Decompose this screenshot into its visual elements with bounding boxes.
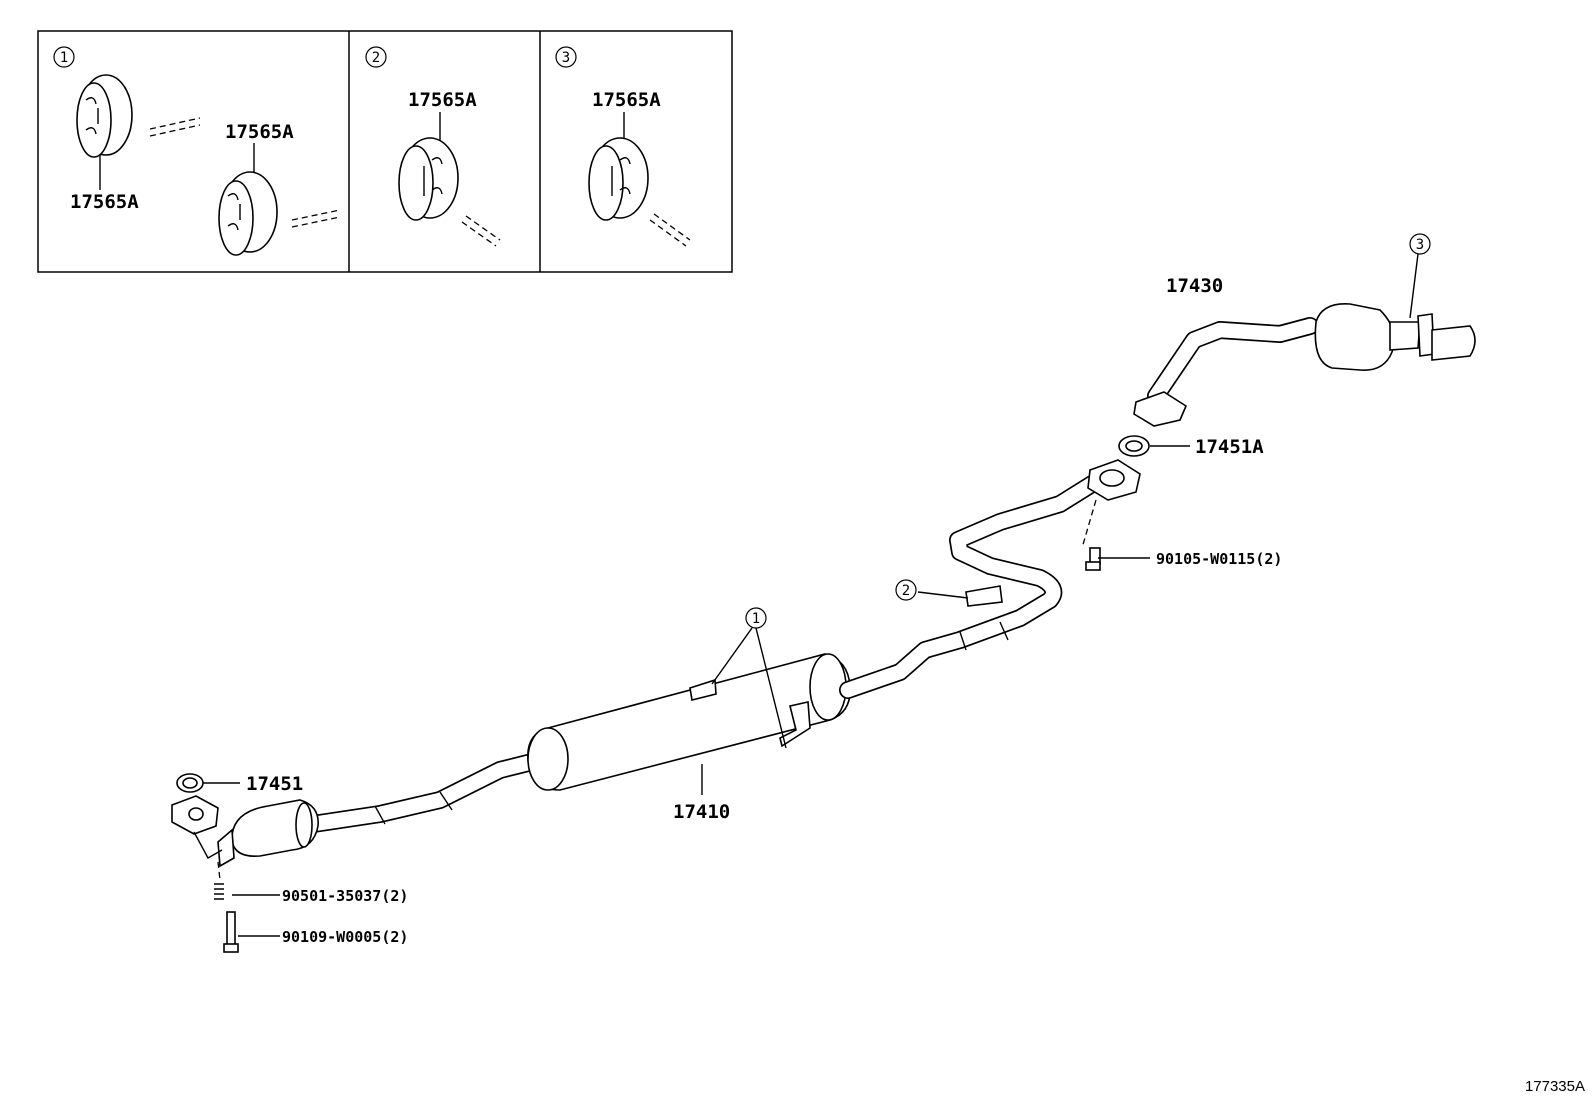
inset-1: 1 17565A 17565A bbox=[53, 46, 341, 256]
label-bolt-front: 90109-W0005(2) bbox=[282, 928, 408, 946]
mid-pipe bbox=[839, 475, 1101, 699]
hanger-rod bbox=[649, 213, 691, 247]
svg-text:2: 2 bbox=[902, 583, 910, 599]
main-muffler bbox=[527, 653, 851, 791]
callout-2: 2 bbox=[895, 579, 917, 601]
leader-lines bbox=[203, 253, 1419, 937]
svg-text:1: 1 bbox=[752, 611, 760, 627]
label-gasket-front: 17451 bbox=[246, 773, 303, 795]
hanger-rod bbox=[291, 209, 341, 228]
inset-panel bbox=[37, 30, 733, 273]
front-bolt bbox=[223, 911, 239, 953]
inset-2-callout: 2 bbox=[365, 46, 387, 68]
inset-3-callout: 3 bbox=[555, 46, 577, 68]
label-tail-pipe: 17430 bbox=[1166, 275, 1223, 297]
front-flange bbox=[171, 795, 223, 859]
svg-text:3: 3 bbox=[1416, 237, 1424, 253]
front-pipe bbox=[291, 751, 549, 835]
inset-2-label: 17565A bbox=[408, 89, 477, 111]
svg-text:3: 3 bbox=[562, 50, 570, 66]
illustration-code: 177335A bbox=[1525, 1078, 1585, 1095]
support-cushion-icon bbox=[588, 137, 649, 221]
callout-1: 1 bbox=[745, 607, 767, 629]
inset-1-callout: 1 bbox=[53, 46, 75, 68]
label-gasket-rear: 17451A bbox=[1195, 436, 1264, 458]
mid-pipe-flange bbox=[1087, 459, 1141, 501]
inset-1-label-a: 17565A bbox=[70, 191, 139, 213]
gasket-front bbox=[176, 773, 204, 793]
label-muffler-assy: 17410 bbox=[673, 801, 730, 823]
svg-text:1: 1 bbox=[60, 50, 68, 66]
gasket-rear bbox=[1118, 435, 1150, 457]
support-cushion-icon bbox=[76, 74, 133, 158]
support-cushion-icon bbox=[398, 137, 459, 221]
support-cushion-icon bbox=[218, 171, 278, 256]
svg-text:2: 2 bbox=[372, 50, 380, 66]
front-spring bbox=[214, 861, 224, 900]
inset-3: 3 17565A bbox=[555, 46, 691, 247]
hanger-rod bbox=[461, 215, 501, 247]
label-spring-front: 90501-35037(2) bbox=[282, 887, 408, 905]
inset-2: 2 17565A bbox=[365, 46, 501, 247]
label-bolt-rear: 90105-W0115(2) bbox=[1156, 550, 1282, 568]
inset-1-label-b: 17565A bbox=[225, 121, 294, 143]
tail-pipe bbox=[1133, 303, 1476, 427]
front-catalytic-converter bbox=[217, 799, 319, 868]
rear-bolt bbox=[1081, 499, 1101, 571]
hanger-rod bbox=[149, 117, 201, 137]
inset-3-label: 17565A bbox=[592, 89, 661, 111]
callout-3: 3 bbox=[1409, 233, 1431, 255]
